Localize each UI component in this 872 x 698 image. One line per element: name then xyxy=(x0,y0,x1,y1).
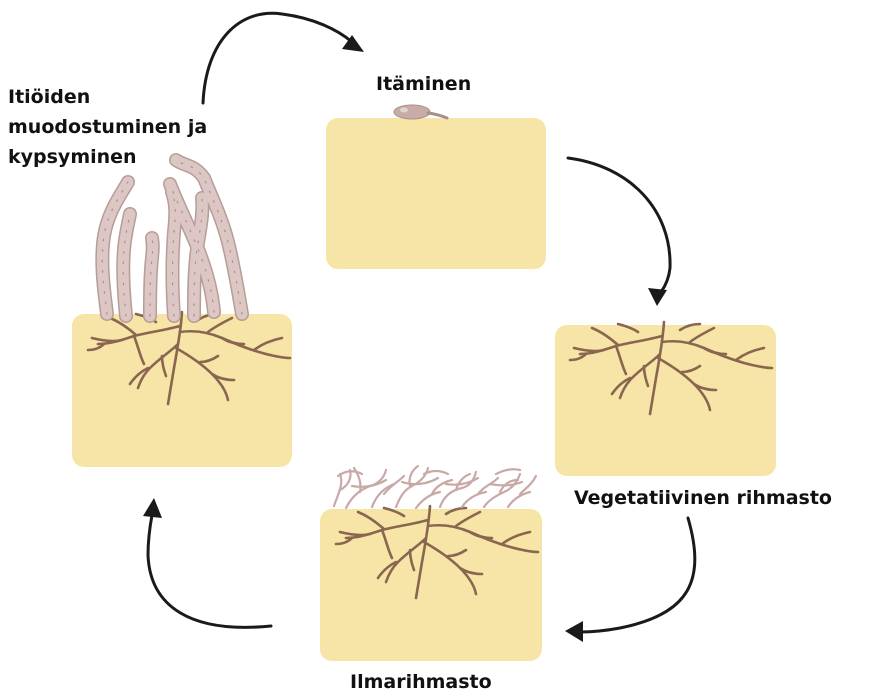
vegetative-substrate xyxy=(555,325,776,476)
arrow-germination-to-vegetative xyxy=(568,158,670,292)
aerial-stage xyxy=(320,466,542,661)
arrow-sporulation-to-germination xyxy=(203,13,352,103)
arrowhead-to-vegetative xyxy=(648,288,667,306)
spore-chains xyxy=(102,160,242,316)
label-aerial-mycelium: Ilmarihmasto xyxy=(350,668,492,697)
label-vegetative-mycelium: Vegetatiivinen rihmasto xyxy=(574,484,832,513)
label-sporulation-line-2: muodostuminen ja xyxy=(8,112,207,142)
arrow-vegetative-to-aerial xyxy=(580,518,695,632)
sporulation-stage xyxy=(72,160,292,467)
germination-stage xyxy=(326,105,546,269)
arrowhead-to-aerial xyxy=(565,621,583,642)
label-sporulation: Itiöiden muodostuminen ja kypsyminen xyxy=(8,82,207,172)
aerial-substrate xyxy=(320,509,542,661)
sporulation-substrate xyxy=(72,314,292,467)
germination-substrate xyxy=(326,118,546,269)
vegetative-stage xyxy=(555,322,776,476)
label-sporulation-line-3: kypsyminen xyxy=(8,142,207,172)
germinating-spore-icon xyxy=(394,105,447,119)
aerial-hyphae-tuft xyxy=(334,466,536,508)
arrowhead-to-sporulation xyxy=(143,498,162,518)
arrow-aerial-to-sporulation xyxy=(148,515,271,627)
label-sporulation-line-1: Itiöiden xyxy=(8,82,207,112)
label-germination: Itäminen xyxy=(376,70,471,99)
